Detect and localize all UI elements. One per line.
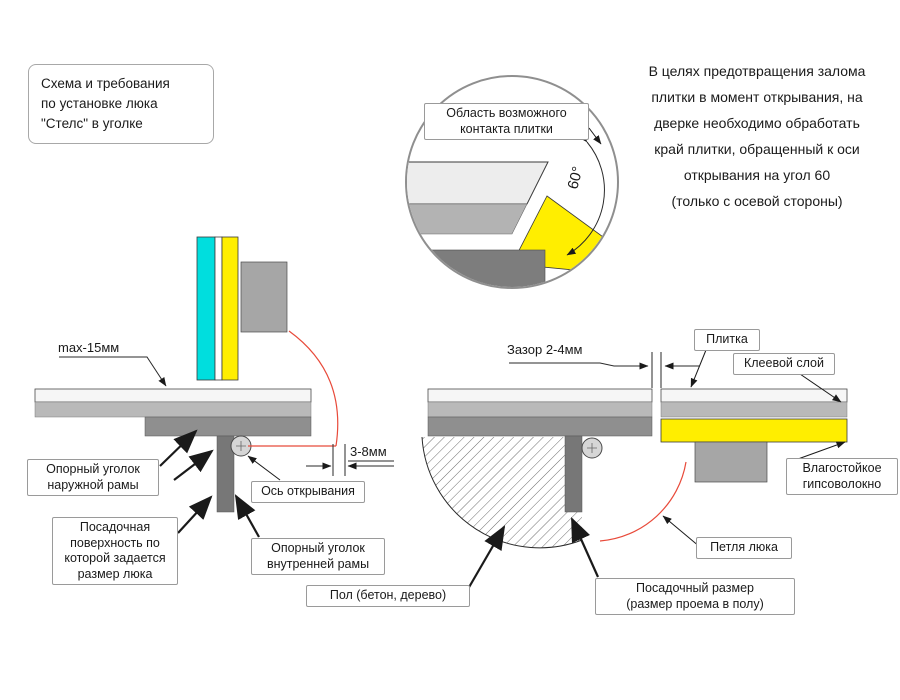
hatch-hinge-label: Петля люка xyxy=(696,537,792,559)
door-swing-arc xyxy=(288,330,339,447)
note-paragraph: В целях предотвращения залома плитки в м… xyxy=(648,63,866,209)
outer-frame-angle xyxy=(144,416,312,437)
hinge-leader xyxy=(662,515,701,548)
detail-area-label: Область возможного контакта плитки xyxy=(424,103,589,140)
angle-value: 60° xyxy=(564,165,586,191)
door-glue-layer xyxy=(660,401,848,418)
door-glue-strip xyxy=(214,236,223,381)
glue-layer-label: Клеевой слой xyxy=(733,353,835,375)
hinge-swing-arc xyxy=(599,461,687,542)
tile-label: Плитка xyxy=(694,329,760,351)
angle-arc xyxy=(566,133,605,256)
detail-tile-layer xyxy=(407,161,549,205)
detail-label-leader xyxy=(588,127,602,145)
floor-glue-layer xyxy=(34,401,312,418)
right-section-drawing xyxy=(421,349,848,590)
seat-surface-arrow xyxy=(177,495,213,534)
outer-angle-arrow-1 xyxy=(159,429,198,467)
inner-frame-angle xyxy=(216,435,235,513)
door-frame-block xyxy=(240,261,288,333)
door-tile-strip xyxy=(196,236,216,381)
outer-angle-arrow-2 xyxy=(173,449,214,481)
left-section-drawing xyxy=(34,236,394,538)
gypsum-board xyxy=(660,418,848,443)
gypsum-label: Влагостойкое гипсоволокно xyxy=(786,458,898,495)
concrete-floor-hatch xyxy=(422,437,582,548)
door-gypsum-strip xyxy=(221,236,239,381)
gypsum-leader xyxy=(797,441,846,460)
inner-angle-arrow xyxy=(234,494,260,538)
seat-size-arrow xyxy=(570,516,600,578)
fixed-tile-layer xyxy=(427,388,653,403)
max-offset-label: max-15мм xyxy=(58,340,120,355)
floor-label-arrow xyxy=(467,525,506,590)
gap-leader-left xyxy=(509,362,649,370)
hinge-cross xyxy=(587,443,597,453)
gap-2-4-label: Зазор 2-4мм xyxy=(507,342,583,357)
tile-leader xyxy=(690,349,707,388)
outer-angle-label: Опорный уголок наружной рамы xyxy=(27,459,159,496)
glue-leader xyxy=(799,373,842,403)
frame-angle-bar xyxy=(427,416,653,437)
seat-size-label: Посадочный размер (размер проема в полу) xyxy=(595,578,795,615)
floor-label: Пол (бетон, дерево) xyxy=(306,585,470,607)
fixed-glue-layer xyxy=(427,401,653,418)
floor-tile-layer xyxy=(34,388,312,403)
inner-angle-label: Опорный уголок внутренней рамы xyxy=(251,538,385,575)
gap-3-8-label: 3-8мм xyxy=(350,444,387,459)
title-box: Схема и требования по установке люка "Ст… xyxy=(28,64,214,144)
seat-surface-label: Посадочная поверхность по которой задает… xyxy=(52,517,178,585)
hinge-axis-cross xyxy=(236,441,246,451)
door-tile-layer xyxy=(660,388,848,403)
frame-post xyxy=(564,435,583,513)
opening-axis-label: Ось открывания xyxy=(251,481,365,503)
max-leader xyxy=(59,356,167,387)
detail-glue-layer xyxy=(407,203,528,235)
floor-opening-arc xyxy=(421,436,583,549)
axis-leader xyxy=(247,455,281,481)
door-stiffener-block xyxy=(694,441,768,483)
